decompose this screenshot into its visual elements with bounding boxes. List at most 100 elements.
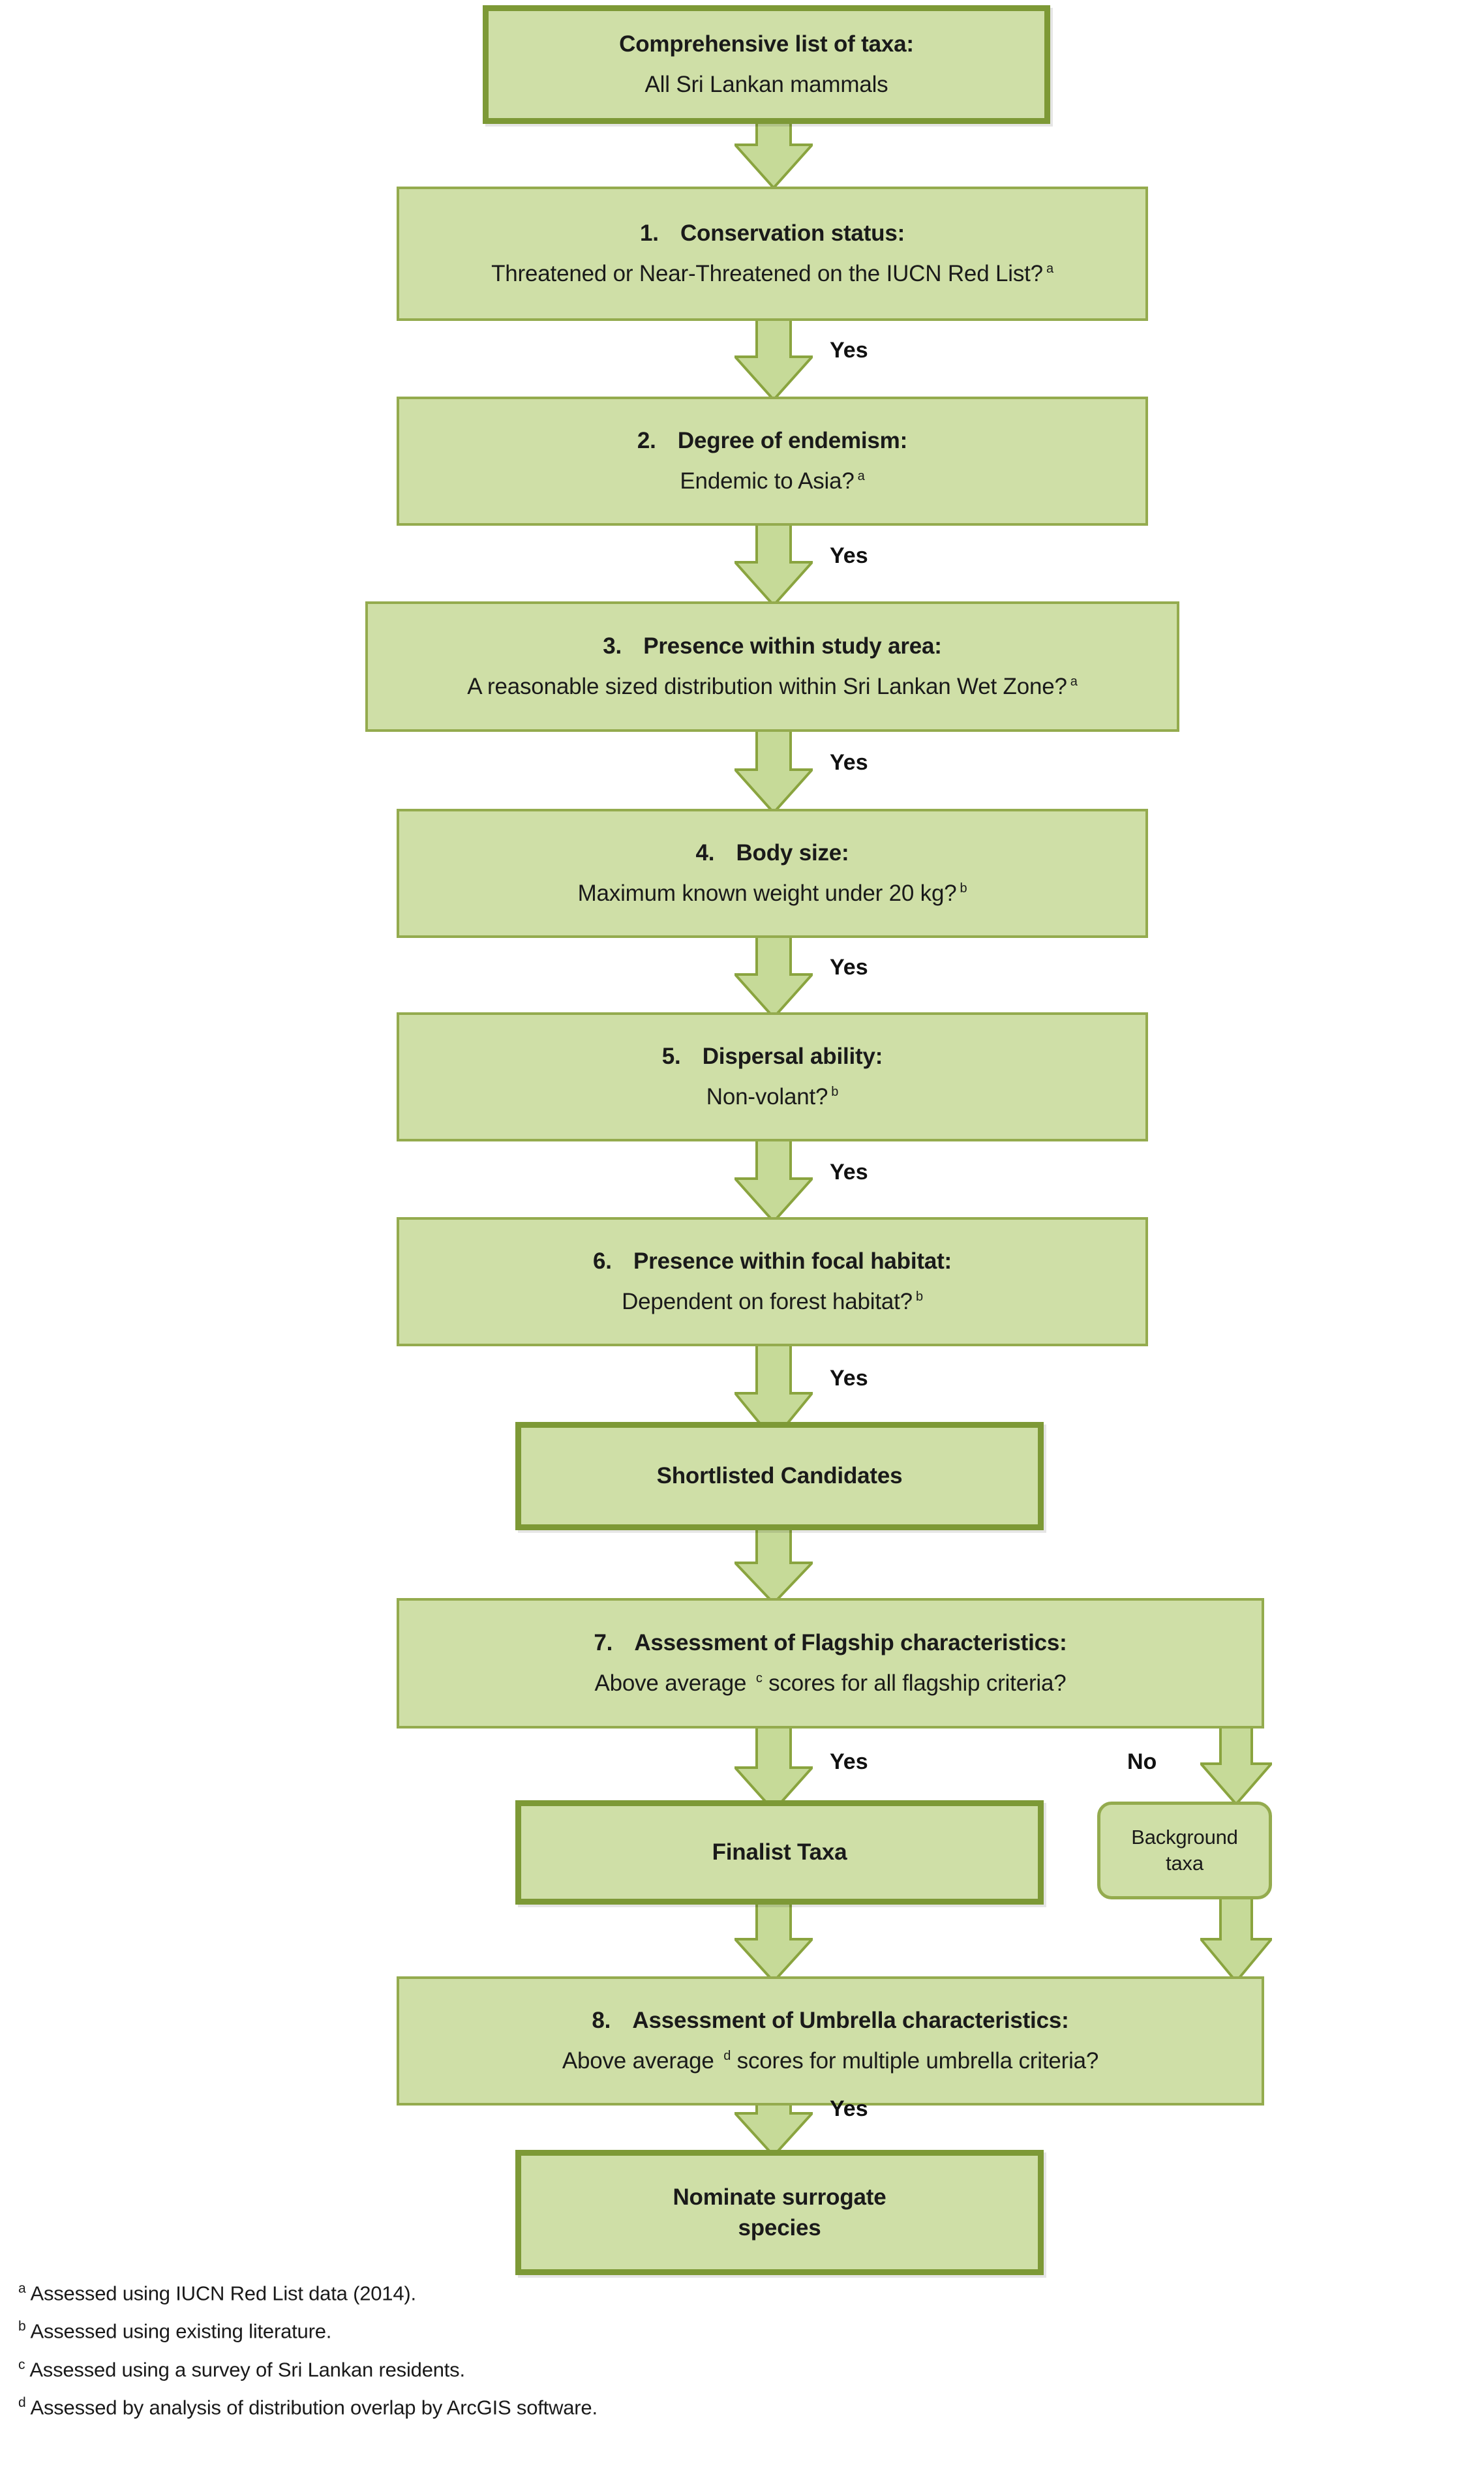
node-background-taxa-line2: taxa <box>1166 1852 1204 1875</box>
footnote-b-mark: b <box>18 2319 26 2334</box>
node-step-6-subtitle-text: Dependent on forest habitat? <box>622 1289 913 1314</box>
node-step-4-number: 4. <box>695 839 715 866</box>
node-finalist-taxa[interactable]: Finalist Taxa <box>515 1800 1044 1905</box>
node-nominate-surrogate-species-line1: Nominate surrogate <box>673 2184 886 2210</box>
node-step-5-dispersal-ability[interactable]: 5. Dispersal ability: Non-volant?b <box>397 1012 1148 1141</box>
footnote-a: a Assessed using IUCN Red List data (2014… <box>18 2282 1062 2303</box>
node-step-7-subtitle: Above average c scores for all flagship … <box>594 1670 1066 1697</box>
arrow-shortlisted-to-step7 <box>734 1526 813 1605</box>
node-step-6-subtitle: Dependent on forest habitat?b <box>622 1289 923 1315</box>
node-step-1-subtitle: Threatened or Near-Threatened on the IUC… <box>491 261 1053 287</box>
node-step-1-marker: a <box>1046 262 1053 277</box>
arrow-step3-to-step4 <box>734 729 813 814</box>
node-step-6-presence-within-focal-habitat[interactable]: 6. Presence within focal habitat: Depende… <box>397 1217 1148 1346</box>
node-step-7-title: 7. Assessment of Flagship characteristics… <box>594 1630 1067 1656</box>
node-step-5-title: 5. Dispersal ability: <box>662 1044 883 1070</box>
node-step-8-title: 8. Assessment of Umbrella characteristics… <box>592 2008 1068 2034</box>
arrow-step5-to-step6 <box>734 1138 813 1223</box>
node-background-taxa[interactable]: Background taxa <box>1097 1802 1272 1899</box>
node-step-5-subtitle-text: Non-volant? <box>706 1084 828 1110</box>
node-step-1-title: 1. Conservation status: <box>640 220 905 247</box>
node-step-3-subtitle: A reasonable sized distribution within S… <box>467 674 1078 700</box>
arrow-step1-to-step2 <box>734 316 813 401</box>
node-step-7-number: 7. <box>594 1629 613 1655</box>
node-step-4-subtitle-text: Maximum known weight under 20 kg? <box>577 881 957 906</box>
node-step-8-number: 8. <box>592 2007 611 2033</box>
node-comprehensive-list[interactable]: Comprehensive list of taxa: All Sri Lank… <box>483 5 1050 124</box>
edge-label-yes-step1: Yes <box>830 338 868 363</box>
node-step-2-title-text: Degree of endemism: <box>677 427 908 453</box>
node-step-5-number: 5. <box>661 1043 681 1069</box>
node-step-2-title: 2. Degree of endemism: <box>637 428 907 454</box>
node-step-3-title: 3. Presence within study area: <box>603 633 942 659</box>
node-step-3-title-text: Presence within study area: <box>643 633 942 659</box>
edge-label-yes-step4: Yes <box>830 955 868 980</box>
node-step-4-body-size[interactable]: 4. Body size: Maximum known weight under … <box>397 809 1148 938</box>
footnotes: a Assessed using IUCN Red List data (2014… <box>18 2282 1062 2434</box>
node-step-1-number: 1. <box>639 220 659 246</box>
node-shortlisted-candidates[interactable]: Shortlisted Candidates <box>515 1422 1044 1530</box>
node-step-3-presence-within-study-area[interactable]: 3. Presence within study area: A reasonab… <box>365 601 1179 732</box>
node-step-6-number: 6. <box>593 1248 612 1274</box>
node-step-7-subtitle-after: scores for all flagship criteria? <box>762 1670 1067 1696</box>
footnote-b-text: Assessed using existing literature. <box>30 2319 332 2343</box>
footnote-c-mark: c <box>18 2357 25 2372</box>
node-comprehensive-list-subtitle: All Sri Lankan mammals <box>644 72 888 97</box>
node-step-3-number: 3. <box>603 633 622 659</box>
node-step-5-subtitle: Non-volant?b <box>706 1084 839 1110</box>
node-step-5-marker: b <box>831 1085 839 1100</box>
node-step-8-marker: d <box>723 2049 731 2064</box>
node-step-8-subtitle-after: scores for multiple umbrella criteria? <box>731 2048 1099 2074</box>
node-step-4-title: 4. Body size: <box>695 840 849 866</box>
node-step-5-title-text: Dispersal ability: <box>702 1043 883 1069</box>
footnote-c-text: Assessed using a survey of Sri Lankan re… <box>29 2357 465 2381</box>
node-step-2-marker: a <box>857 469 865 484</box>
node-shortlisted-candidates-label: Shortlisted Candidates <box>656 1463 903 1489</box>
edge-label-yes-step2: Yes <box>830 543 868 568</box>
node-step-6-marker: b <box>915 1290 923 1305</box>
footnote-a-text: Assessed using IUCN Red List data (2014)… <box>30 2282 416 2305</box>
arrow-step4-to-step5 <box>734 934 813 1019</box>
node-step-7-marker: c <box>755 1671 763 1686</box>
node-step-6-title-text: Presence within focal habitat: <box>633 1248 952 1274</box>
edge-label-yes-step5: Yes <box>830 1160 868 1185</box>
node-nominate-surrogate-species[interactable]: Nominate surrogate species <box>515 2150 1044 2275</box>
node-step-2-subtitle: Endemic to Asia?a <box>680 468 864 494</box>
node-step-7-title-text: Assessment of Flagship characteristics: <box>634 1629 1067 1655</box>
footnote-a-mark: a <box>18 2281 26 2296</box>
edge-label-yes-step8: Yes <box>830 2096 868 2121</box>
node-step-1-title-text: Conservation status: <box>680 220 905 246</box>
node-step-2-number: 2. <box>637 427 656 453</box>
node-step-7-flagship-characteristics[interactable]: 7. Assessment of Flagship characteristics… <box>397 1598 1264 1729</box>
arrow-step2-to-step3 <box>734 522 813 607</box>
node-step-4-title-text: Body size: <box>736 839 849 866</box>
footnote-d-mark: d <box>18 2394 26 2410</box>
edge-label-yes-step6: Yes <box>830 1366 868 1391</box>
node-step-1-conservation-status[interactable]: 1. Conservation status: Threatened or Nea… <box>397 187 1148 321</box>
node-comprehensive-list-title: Comprehensive list of taxa: <box>619 31 914 57</box>
node-step-3-subtitle-text: A reasonable sized distribution within S… <box>467 674 1067 699</box>
node-step-2-subtitle-text: Endemic to Asia? <box>680 468 855 494</box>
node-step-1-subtitle-text: Threatened or Near-Threatened on the IUC… <box>491 261 1043 286</box>
arrow-step6-to-shortlisted <box>734 1342 813 1442</box>
footnote-b: b Assessed using existing literature. <box>18 2319 1062 2341</box>
node-background-taxa-line1: Background <box>1131 1825 1238 1849</box>
node-step-2-degree-of-endemism[interactable]: 2. Degree of endemism: Endemic to Asia?a <box>397 397 1148 526</box>
footnote-d-text: Assessed by analysis of distribution ove… <box>30 2396 598 2419</box>
edge-label-yes-step3: Yes <box>830 750 868 775</box>
node-step-8-umbrella-characteristics[interactable]: 8. Assessment of Umbrella characteristics… <box>397 1976 1264 2106</box>
node-step-8-subtitle: Above average d scores for multiple umbr… <box>562 2048 1099 2074</box>
node-step-4-marker: b <box>960 881 967 896</box>
node-nominate-surrogate-species-line2: species <box>738 2215 821 2241</box>
node-step-3-marker: a <box>1070 674 1078 689</box>
node-step-4-subtitle: Maximum known weight under 20 kg?b <box>578 881 967 907</box>
node-step-8-title-text: Assessment of Umbrella characteristics: <box>632 2007 1069 2033</box>
node-finalist-taxa-label: Finalist Taxa <box>712 1839 847 1865</box>
arrow-finalist-to-step8 <box>734 1901 813 1983</box>
node-step-7-subtitle-before: Above average <box>594 1670 753 1696</box>
node-step-6-title: 6. Presence within focal habitat: <box>593 1248 952 1275</box>
edge-label-no-step7: No <box>1127 1749 1157 1774</box>
arrow-background-to-step8 <box>1200 1895 1272 1983</box>
